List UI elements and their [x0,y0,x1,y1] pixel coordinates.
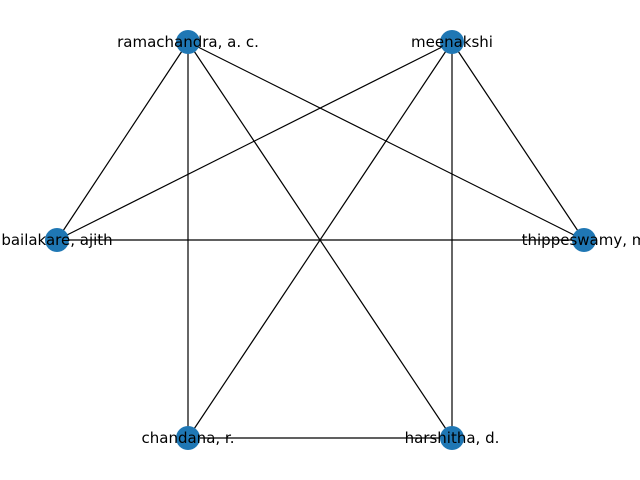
edge-meenakshi-bailakare [56,41,453,241]
node-thippeswamy [572,228,596,252]
labels-layer: ramachandra, a. c. meenakshi bailakare, aj… [1,33,640,447]
node-bailakare [45,228,69,252]
node-label-ramachandra: ramachandra, a. c. [117,33,259,51]
node-label-bailakare: bailakare, ajith [1,231,112,249]
node-label-thippeswamy: thippeswamy, m [522,231,640,249]
edge-ramachandra-bailakare [56,41,189,241]
node-ramachandra [176,30,200,54]
node-label-meenakshi: meenakshi [411,33,493,51]
node-chandana [176,426,200,450]
node-meenakshi [440,30,464,54]
edges-layer [56,41,585,439]
node-label-harshitha: harshitha, d. [405,429,500,447]
node-harshitha [440,426,464,450]
node-label-chandana: chandana, r. [142,429,235,447]
nodes-layer [45,30,596,450]
edge-meenakshi-thippeswamy [451,41,585,241]
